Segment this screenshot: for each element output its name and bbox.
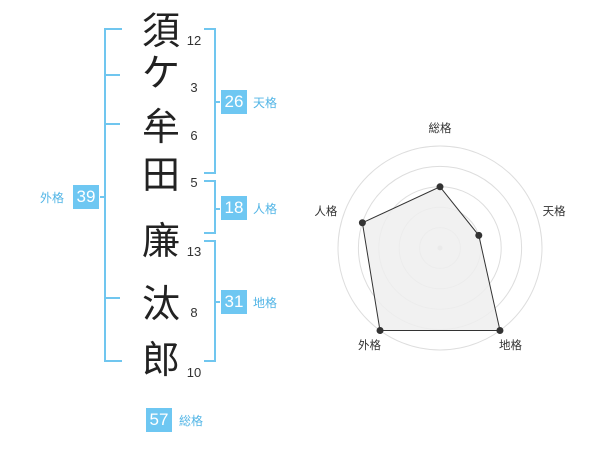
stroke-count-3: 6: [190, 128, 198, 143]
stroke-count-5: 13: [186, 244, 202, 259]
gaikaku-value-badge: 39: [73, 185, 99, 209]
gaikaku-connector: [100, 196, 106, 198]
radar-axis-label-4: 外格: [358, 338, 381, 352]
jinkaku-value-badge: 18: [221, 196, 247, 220]
radar-axis-label-1: 総格: [429, 121, 452, 135]
jinkaku-connector: [214, 208, 220, 210]
stroke-count-6: 8: [190, 305, 198, 320]
chikaku-connector: [214, 301, 220, 303]
radar-axis-label-3: 地格: [499, 338, 522, 352]
soukaku-value-badge: 57: [146, 408, 172, 432]
tenkaku-connector: [214, 101, 220, 103]
jinkaku-bracket: [204, 180, 216, 234]
chikaku-label: 地格: [253, 296, 278, 310]
radar-ring: [337, 145, 543, 351]
radar-point-3: [496, 327, 504, 335]
stroke-count-7: 10: [186, 365, 202, 380]
name-char-6: 汰: [141, 282, 180, 326]
radar-axis-label-5: 人格: [314, 204, 337, 218]
name-char-2: ケ: [141, 51, 180, 95]
gaikaku-label: 外格: [40, 191, 65, 205]
tenkaku-value-badge: 26: [221, 90, 247, 114]
gaikaku-bracket-tick: [104, 123, 120, 125]
name-char-1: 須: [141, 9, 180, 53]
soukaku-label: 総格: [179, 414, 204, 428]
stroke-count-2: 3: [190, 80, 198, 95]
name-char-5: 廉: [141, 219, 180, 263]
gaikaku-bracket-tick: [104, 74, 120, 76]
gaikaku-bracket: [104, 28, 122, 362]
stroke-count-4: 5: [190, 175, 198, 190]
gaikaku-bracket-tick: [104, 297, 120, 299]
radar-axis-label-2: 天格: [543, 204, 566, 218]
jinkaku-label: 人格: [253, 202, 278, 216]
radar-area: [361, 186, 501, 331]
name-char-3: 牟: [141, 105, 180, 149]
radar-point-4: [376, 327, 384, 335]
radar-point-2: [475, 231, 483, 239]
name-char-4: 田: [141, 153, 180, 197]
name-char-7: 郎: [141, 338, 180, 382]
radar-point-5: [358, 219, 366, 227]
radar-point-1: [436, 183, 444, 191]
tenkaku-label: 天格: [253, 96, 278, 110]
chikaku-value-badge: 31: [221, 290, 247, 314]
stroke-count-1: 12: [186, 33, 202, 48]
